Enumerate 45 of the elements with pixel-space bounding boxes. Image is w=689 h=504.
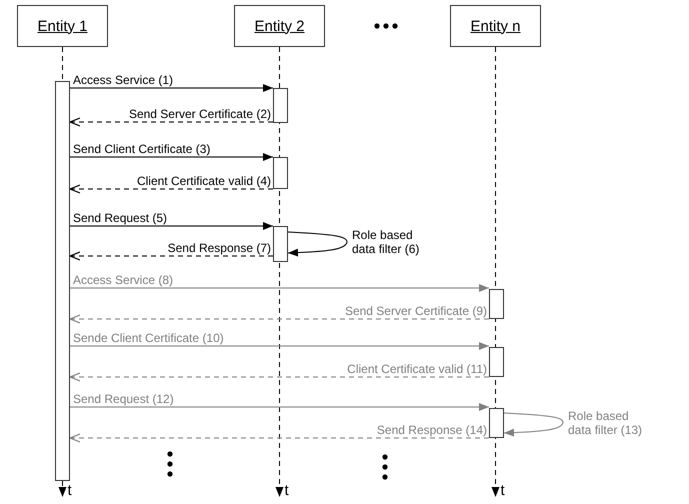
message-label: Sende Client Certificate (10) <box>73 331 224 345</box>
message-label: Client Certificate valid (4) <box>136 174 271 188</box>
message-label: Client Certificate valid (11) <box>347 362 487 376</box>
activation-bar <box>273 157 288 189</box>
participant-name: Entity n <box>470 18 521 34</box>
message-label: Access Service (8) <box>73 273 174 287</box>
time-label: t <box>500 484 505 498</box>
participant-box <box>234 5 325 47</box>
message-arrow <box>70 403 490 411</box>
message-label: Role based data filter (13) <box>568 409 644 437</box>
participant-box <box>17 5 108 47</box>
self-message-arrow <box>504 412 564 437</box>
return-arrow <box>69 184 274 194</box>
message-label: Send Request (5) <box>73 211 168 225</box>
activation-bar <box>489 408 504 438</box>
message-label: Send Response (7) <box>168 241 271 255</box>
return-arrow <box>69 314 490 324</box>
message-arrow <box>70 222 274 230</box>
activation-bar <box>273 88 288 123</box>
message-arrow <box>70 342 490 350</box>
message-label: Send Server Certificate (2) <box>128 107 271 121</box>
time-label: t <box>68 484 72 498</box>
self-message-arrow <box>288 232 348 257</box>
participant-name: Entity 2 <box>254 18 305 34</box>
message-label: Send Response (14) <box>376 423 487 437</box>
activation-bar <box>489 289 504 319</box>
return-arrow <box>69 433 490 443</box>
lifeline-arrow <box>58 480 66 498</box>
activation-bar <box>273 226 288 262</box>
message-arrow <box>70 153 274 161</box>
message-arrow <box>70 284 490 292</box>
message-arrow <box>70 84 274 92</box>
time-label: t <box>284 484 289 498</box>
message-label: Send Server Certificate (9) <box>344 304 487 318</box>
return-arrow <box>69 372 490 382</box>
activation-bar <box>489 347 504 377</box>
message-label: Access Service (1) <box>73 73 174 87</box>
activation-bar <box>55 81 70 481</box>
message-label: Role based data filter (6) <box>352 228 420 256</box>
return-arrow <box>69 251 274 261</box>
participant-box <box>450 5 541 47</box>
message-label: Send Request (12) <box>73 392 174 406</box>
participant-name: Entity 1 <box>37 18 88 34</box>
message-label: Send Client Certificate (3) <box>73 142 210 156</box>
return-arrow <box>69 117 274 127</box>
